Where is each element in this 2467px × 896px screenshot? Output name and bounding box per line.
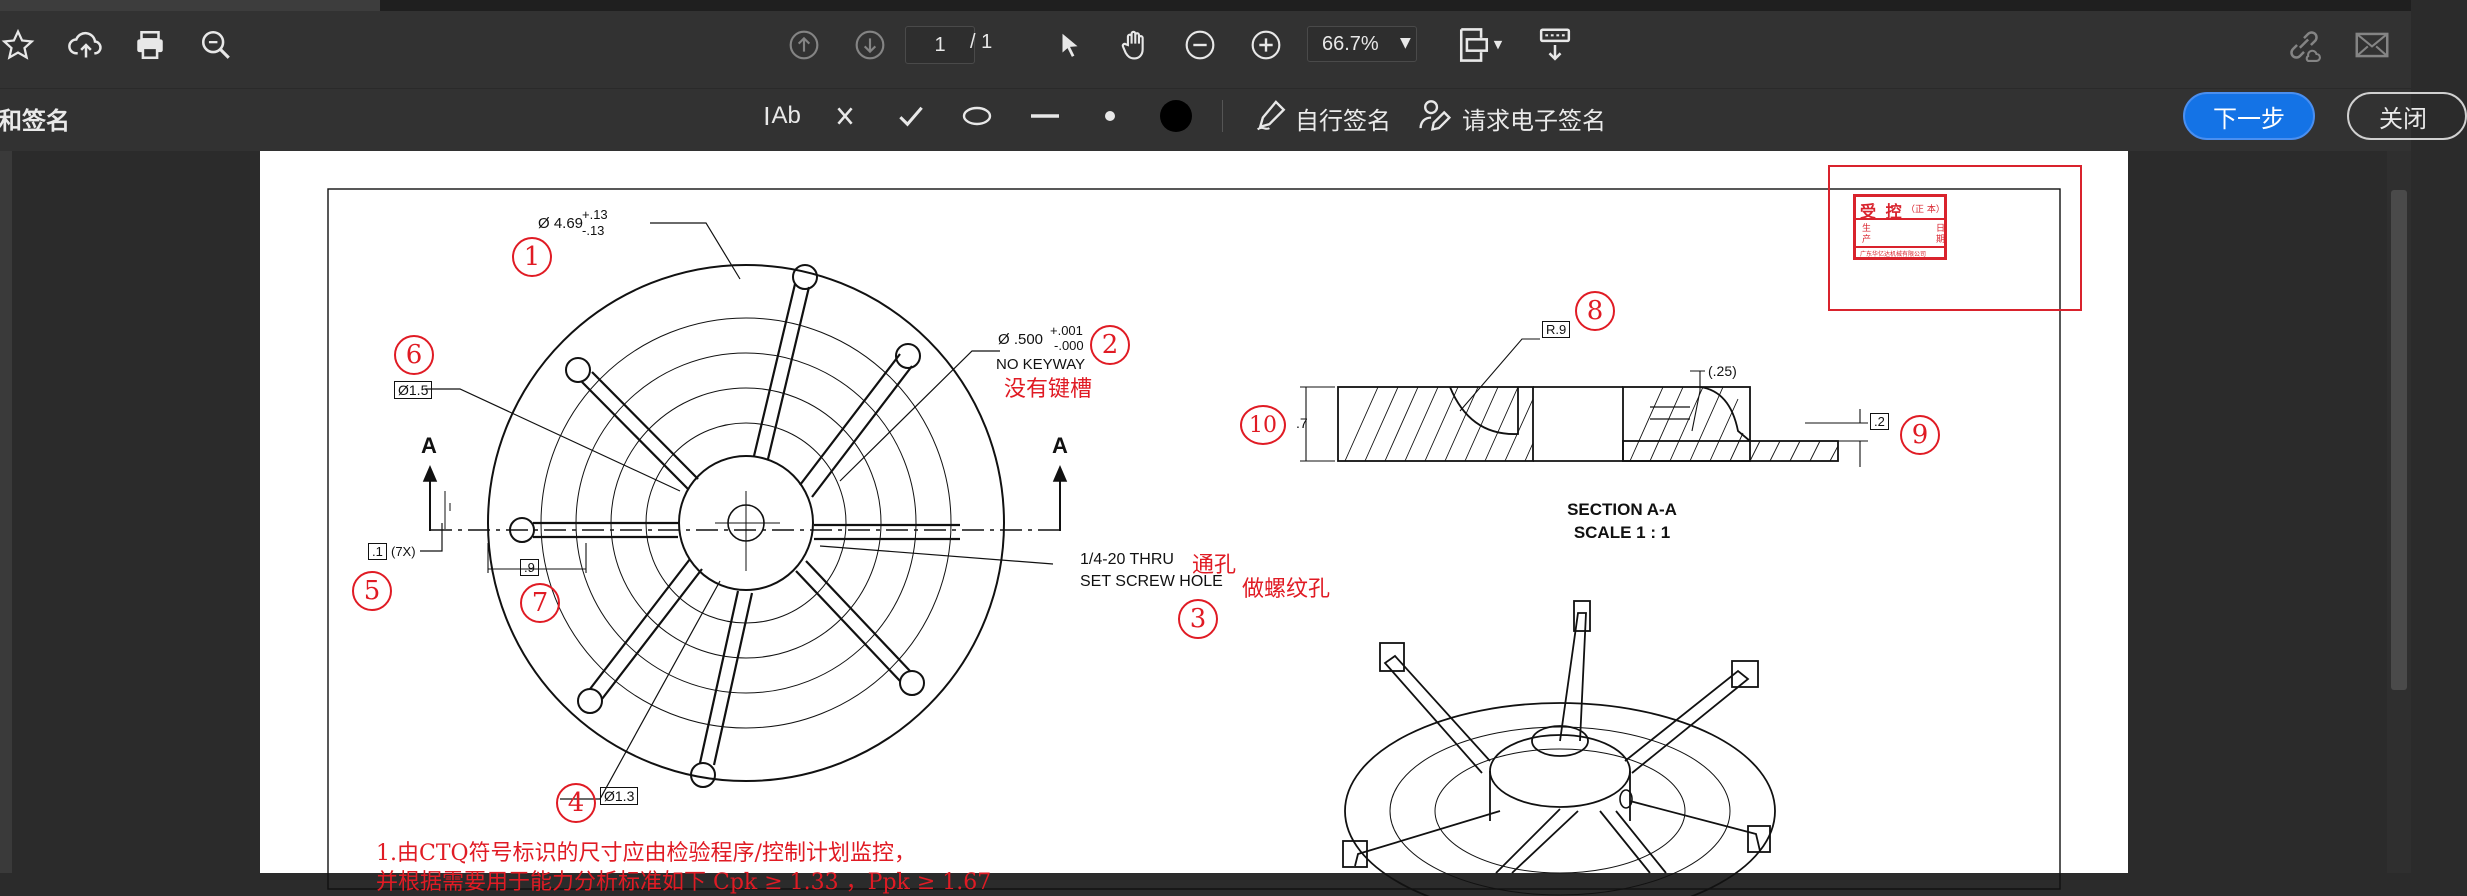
stamp-label: 生 [1862, 224, 1872, 234]
dim-fillet-radius: R.9 [1542, 321, 1571, 338]
star-icon[interactable] [0, 27, 36, 63]
small-dot-icon[interactable] [1096, 98, 1124, 134]
self-sign-pen-icon[interactable] [1254, 96, 1290, 134]
dim-hub-diameter: Ø1.3 [600, 787, 639, 805]
tab-strip [0, 0, 2411, 11]
balloon-4: 4 [556, 783, 596, 823]
cloud-upload-icon[interactable] [66, 27, 106, 63]
dim-spoke-diameter: Ø1.5 [394, 381, 433, 399]
toolbar-divider [1222, 100, 1223, 132]
fill-sign-title: 和签名 [0, 107, 70, 135]
balloon-9: 9 [1900, 415, 1940, 455]
stamp-divider [1856, 218, 1944, 220]
page-up-icon[interactable] [786, 27, 822, 63]
balloon-3: 3 [1178, 599, 1218, 639]
section-scale: SCALE 1 : 1 [1573, 523, 1671, 542]
section-marker-left: A [421, 433, 437, 458]
line-icon[interactable] [1028, 98, 1062, 134]
stamp-divider [1856, 246, 1944, 248]
engineering-drawing [327, 188, 2061, 896]
large-dot-icon[interactable] [1158, 98, 1194, 134]
stamp-title: 受 控 [1860, 202, 1904, 221]
email-icon[interactable] [2352, 27, 2392, 63]
dim-bore-tol-upper: +.001 [1050, 323, 1083, 338]
note-thru-cn: 通孔 [1192, 553, 1237, 578]
check-mark-icon[interactable] [896, 98, 926, 134]
dim-groove-depth: (.25) [1708, 363, 1737, 379]
dim-outer-diameter: Ø 4.69 [538, 215, 584, 232]
balloon-5: 5 [352, 571, 392, 611]
dim-slot-count: (7X) [391, 544, 416, 559]
request-esign-button[interactable]: 请求电子签名 [1462, 107, 1606, 135]
share-link-icon[interactable] [2284, 27, 2324, 63]
select-cursor-icon[interactable] [1052, 27, 1088, 63]
stamp-label: 日 [1936, 224, 1946, 234]
zoom-search-icon[interactable] [196, 27, 236, 63]
dim-bore-tol-lower: -.000 [1054, 338, 1084, 353]
document-page: 受 控 （正 本） 生 产 日 期 广东华亿达机械有限公司 Ø 4.69 +.1… [260, 151, 2128, 896]
section-marker-right: A [1052, 433, 1068, 458]
balloon-8: 8 [1575, 291, 1615, 331]
balloon-6: 6 [394, 335, 434, 375]
close-button[interactable]: 关闭 [2347, 92, 2467, 140]
page-total: / 1 [970, 31, 993, 53]
ctq-note-line2: 并根据需要用于能力分析标准如下 Cpk ≥ 1.33 ，Ppk ≥ 1.67 [376, 870, 992, 895]
stamp-subtitle: （正 本） [1906, 205, 1945, 215]
left-panel-edge [0, 151, 12, 873]
stamp-label: 产 [1862, 235, 1872, 245]
chevron-down-icon[interactable]: ▼ [1493, 37, 1503, 51]
dim-section-height: .7 [1296, 415, 1308, 431]
page-down-icon[interactable] [852, 27, 888, 63]
scroll-mode-icon[interactable] [1535, 25, 1575, 65]
hand-icon[interactable] [1115, 27, 1155, 63]
balloon-1: 1 [512, 237, 552, 277]
dim-bore-diameter: Ø .500 [998, 331, 1044, 348]
ctq-note-line1: 1.由CTQ符号标识的尺寸应由检验程序/控制计划监控， [376, 841, 916, 866]
no-keyway-label: NO KEYWAY [996, 356, 1086, 373]
note-tap-cn: 做螺纹孔 [1242, 577, 1331, 602]
note-no-keyway-cn: 没有键槽 [1004, 377, 1093, 402]
next-button[interactable]: 下一步 [2183, 92, 2315, 140]
self-sign-button[interactable]: 自行签名 [1295, 107, 1391, 135]
zoom-in-icon[interactable] [1248, 27, 1284, 63]
zoom-out-icon[interactable] [1182, 27, 1218, 63]
chevron-down-icon[interactable]: ▼ [1400, 35, 1411, 51]
thread-callout-line2: SET SCREW HOLE [1080, 573, 1223, 590]
print-icon[interactable] [130, 27, 170, 63]
page-fit-icon[interactable] [1454, 25, 1494, 65]
ellipse-icon[interactable] [960, 98, 994, 134]
text-cursor-icon: I [763, 100, 771, 131]
request-signature-icon[interactable] [1416, 96, 1454, 134]
main-toolbar [0, 11, 2411, 88]
dim-tolerance-upper: +.13 [582, 207, 608, 222]
section-title: SECTION A-A [1567, 500, 1677, 519]
dim-tolerance-lower: -.13 [582, 223, 605, 238]
stamp-label: 期 [1936, 235, 1946, 245]
active-tab[interactable] [0, 0, 380, 11]
dim-flange-thickness: .2 [1870, 413, 1889, 430]
controlled-stamp: 受 控 （正 本） 生 产 日 期 广东华亿达机械有限公司 [1853, 194, 1947, 260]
balloon-10: 10 [1240, 405, 1286, 445]
cross-mark-icon[interactable] [830, 98, 860, 134]
add-text-label: Ab [771, 102, 801, 129]
stamp-footer: 广东华亿达机械有限公司 [1860, 251, 1927, 258]
fill-sign-toolbar [0, 88, 2411, 151]
zoom-level-select[interactable]: 66.7% [1307, 26, 1417, 62]
dim-slot-width: .1 [368, 543, 387, 560]
balloon-2: 2 [1090, 325, 1130, 365]
stamp-highlight-box [1828, 165, 2082, 311]
balloon-7: 7 [520, 583, 560, 623]
thread-callout-line1: 1/4-20 THRU [1080, 551, 1174, 568]
page-number-input[interactable]: 1 [905, 26, 975, 64]
scrollbar-thumb[interactable] [2391, 190, 2407, 690]
dim-slot-length: .9 [520, 559, 539, 576]
